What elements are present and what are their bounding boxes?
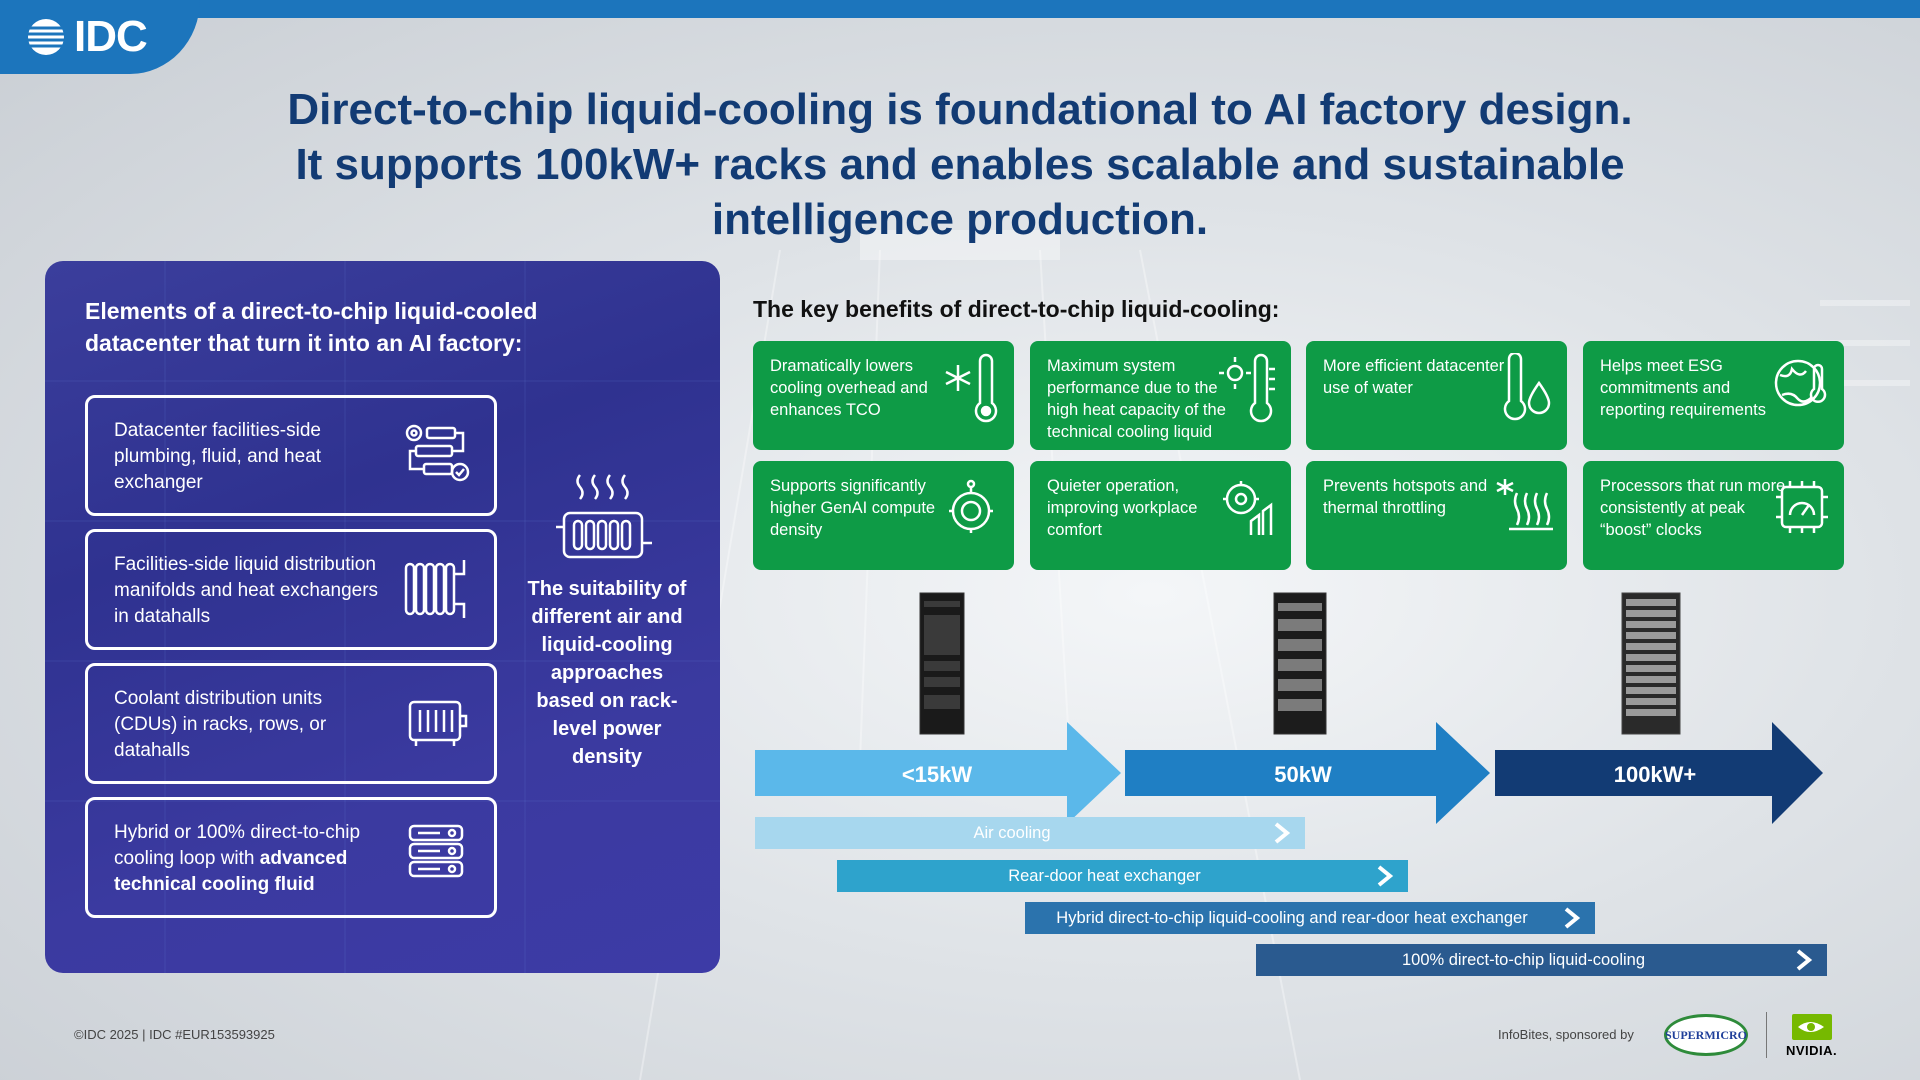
gear-building-icon (1223, 481, 1273, 535)
benefit-card-quieter: Quieter operation, improving workplace c… (1030, 461, 1291, 570)
benefit-text: Supports significantly higher GenAI comp… (770, 477, 936, 539)
benefits-title: The key benefits of direct-to-chip liqui… (753, 296, 1280, 322)
chevron-right-icon (1274, 822, 1291, 844)
idc-logo-text: IDC (74, 12, 148, 61)
supermicro-logo-text: SUPERMICRO (1665, 1027, 1748, 1042)
element-box-cdus: Coolant distribution units (CDUs) in rac… (85, 663, 497, 784)
footer-sponsor: InfoBites, sponsored by (1498, 1027, 1634, 1042)
chevron-right-icon (1796, 949, 1813, 971)
benefit-text: Maximum system performance due to the hi… (1047, 357, 1226, 441)
benefit-text: Prevents hotspots and thermal throttling (1323, 477, 1488, 517)
heat-waves-icon (1496, 479, 1553, 531)
ai-robot-gear-icon (949, 479, 993, 533)
headline-line-2: It supports 100kW+ racks and enables sca… (295, 140, 1625, 189)
power-density-arrows: <15kW 50kW 100kW+ (755, 722, 1823, 824)
bar-label: Hybrid direct-to-chip liquid-cooling and… (1056, 908, 1528, 927)
headline-line-1: Direct-to-chip liquid-cooling is foundat… (287, 85, 1633, 134)
rack-small-image (919, 592, 965, 735)
chevron-right-icon (1377, 865, 1394, 887)
server-stack-icon (408, 824, 464, 878)
footer-copyright: ©IDC 2025 | IDC #EUR153593925 (74, 1027, 275, 1042)
benefit-text: Helps meet ESG commitments and reporting… (1600, 357, 1766, 419)
radiator-heat-icon (556, 474, 652, 559)
bar-label: Air cooling (973, 823, 1051, 842)
benefit-text: Dramatically lowers cooling overhead and… (770, 357, 928, 419)
cdu-unit-icon (408, 700, 468, 746)
left-panel-title: Elements of a direct-to-chip liquid-cool… (85, 298, 538, 356)
sun-thermometer-icon (1219, 353, 1275, 423)
idc-logo: IDC (0, 0, 200, 74)
segment-label-mid: 50kW (1274, 762, 1332, 787)
plumbing-gear-icon (405, 424, 470, 482)
rack-large-image (1621, 592, 1681, 735)
segment-arrow-low (755, 722, 1121, 824)
element-text: Coolant distribution units (CDUs) in rac… (114, 688, 327, 761)
panel-circuit-background (45, 261, 720, 973)
benefit-card-tco: Dramatically lowers cooling overhead and… (753, 341, 1014, 450)
top-accent-bar (0, 0, 1920, 18)
chevron-right-icon (1564, 907, 1581, 929)
element-text: Datacenter facilities-side plumbing, flu… (114, 420, 322, 493)
headline-line-3: intelligence production. (711, 195, 1209, 244)
element-box-plumbing: Datacenter facilities-side plumbing, flu… (85, 395, 497, 516)
benefit-card-performance: Maximum system performance due to the hi… (1030, 341, 1291, 450)
element-text-bold: advanced technical cooling fluid (114, 848, 348, 895)
element-text: Facilities-side liquid distribution mani… (114, 554, 379, 627)
segment-arrow-high (1495, 722, 1823, 824)
supermicro-logo: SUPERMICRO (1664, 1014, 1748, 1056)
rack-medium-image (1273, 592, 1327, 735)
segment-arrow-mid (1125, 722, 1490, 824)
benefit-text: Processors that run more consistently at… (1600, 477, 1786, 539)
element-text-plain: Hybrid or 100% direct-to-chip cooling lo… (114, 822, 361, 869)
bar-hybrid: Hybrid direct-to-chip liquid-cooling and… (1025, 902, 1595, 934)
benefit-card-water: More efficient datacenter use of water (1306, 341, 1567, 450)
footer-divider (1766, 1012, 1767, 1058)
radiator-manifold-icon (404, 560, 466, 618)
benefit-card-esg: Helps meet ESG commitments and reporting… (1583, 341, 1844, 450)
nvidia-logo-text: NVIDIA. (1786, 1043, 1838, 1058)
snowflake-thermometer-icon (945, 353, 998, 423)
benefit-text: Quieter operation, improving workplace c… (1047, 477, 1198, 539)
nvidia-eye-icon (1792, 1014, 1832, 1040)
bar-label: 100% direct-to-chip liquid-cooling (1401, 950, 1646, 969)
suitability-caption: The suitability of different air and liq… (527, 578, 687, 768)
globe-thermometer-icon (1774, 359, 1827, 407)
idc-globe-icon (28, 19, 64, 55)
bar-full-dtc: 100% direct-to-chip liquid-cooling (1256, 944, 1827, 976)
benefit-card-boost-clocks: Processors that run more consistently at… (1583, 461, 1844, 570)
ai-factory-elements-panel: Elements of a direct-to-chip liquid-cool… (45, 261, 720, 973)
segment-label-low: <15kW (902, 762, 973, 787)
element-text: Hybrid or 100% direct-to-chip cooling lo… (114, 820, 384, 898)
bar-label: Rear-door heat exchanger (1008, 866, 1201, 885)
benefit-card-hotspots: Prevents hotspots and thermal throttling (1306, 461, 1567, 570)
benefit-card-genai-density: Supports significantly higher GenAI comp… (753, 461, 1014, 570)
bar-rear-door: Rear-door heat exchanger (837, 860, 1408, 892)
thermometer-water-drop-icon (1503, 353, 1551, 421)
chip-gauge-icon (1776, 481, 1828, 533)
headline: Direct-to-chip liquid-cooling is foundat… (160, 82, 1760, 247)
element-box-manifolds: Facilities-side liquid distribution mani… (85, 529, 497, 650)
element-box-cooling-loop: Hybrid or 100% direct-to-chip cooling lo… (85, 797, 497, 918)
bar-air-cooling: Air cooling (755, 817, 1305, 849)
segment-label-high: 100kW+ (1614, 762, 1697, 787)
benefit-text: More efficient datacenter use of water (1323, 357, 1505, 397)
